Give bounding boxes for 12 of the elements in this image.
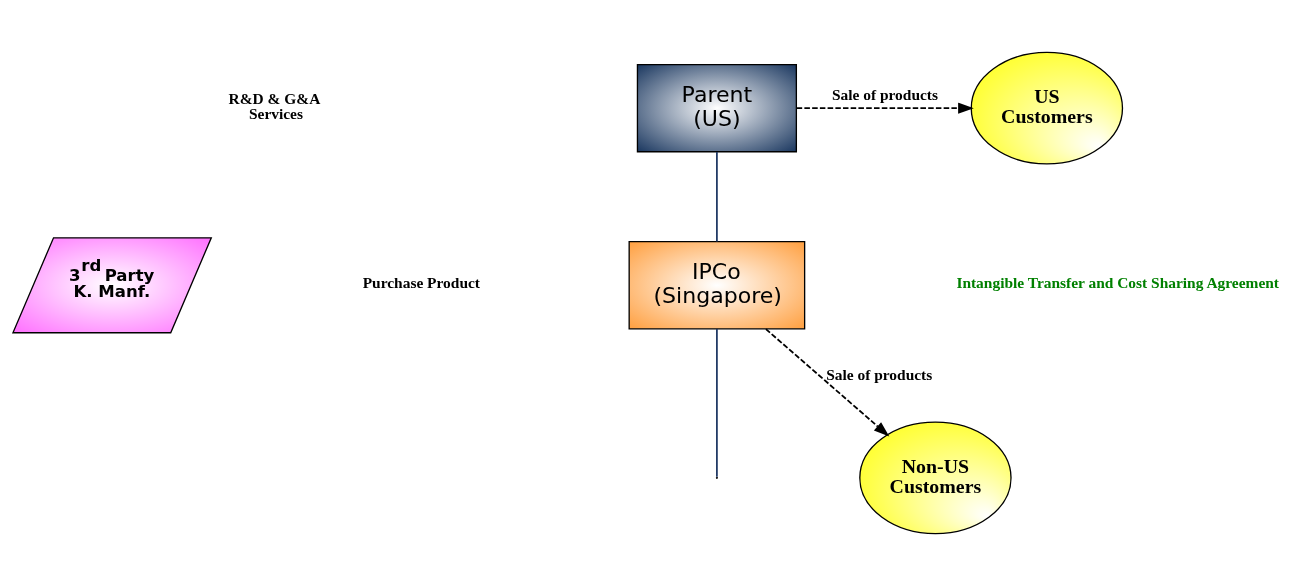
label: Intangible Transfer and Cost Sharing Agreement xyxy=(956,274,1280,292)
connector xyxy=(716,151,718,243)
node-box: Parent (US) xyxy=(636,63,797,153)
arrow xyxy=(795,102,974,114)
label: Purchase Product xyxy=(362,274,480,292)
connector xyxy=(716,328,718,478)
node-box: IPCo (Singapore) xyxy=(628,241,806,330)
label: R&D & G&A Services xyxy=(228,89,321,123)
edge-label: Sale of products xyxy=(831,85,939,103)
node-ellipse: US Customers xyxy=(970,51,1124,165)
arrow xyxy=(765,328,890,437)
edge-label: Sale of products xyxy=(826,366,933,384)
